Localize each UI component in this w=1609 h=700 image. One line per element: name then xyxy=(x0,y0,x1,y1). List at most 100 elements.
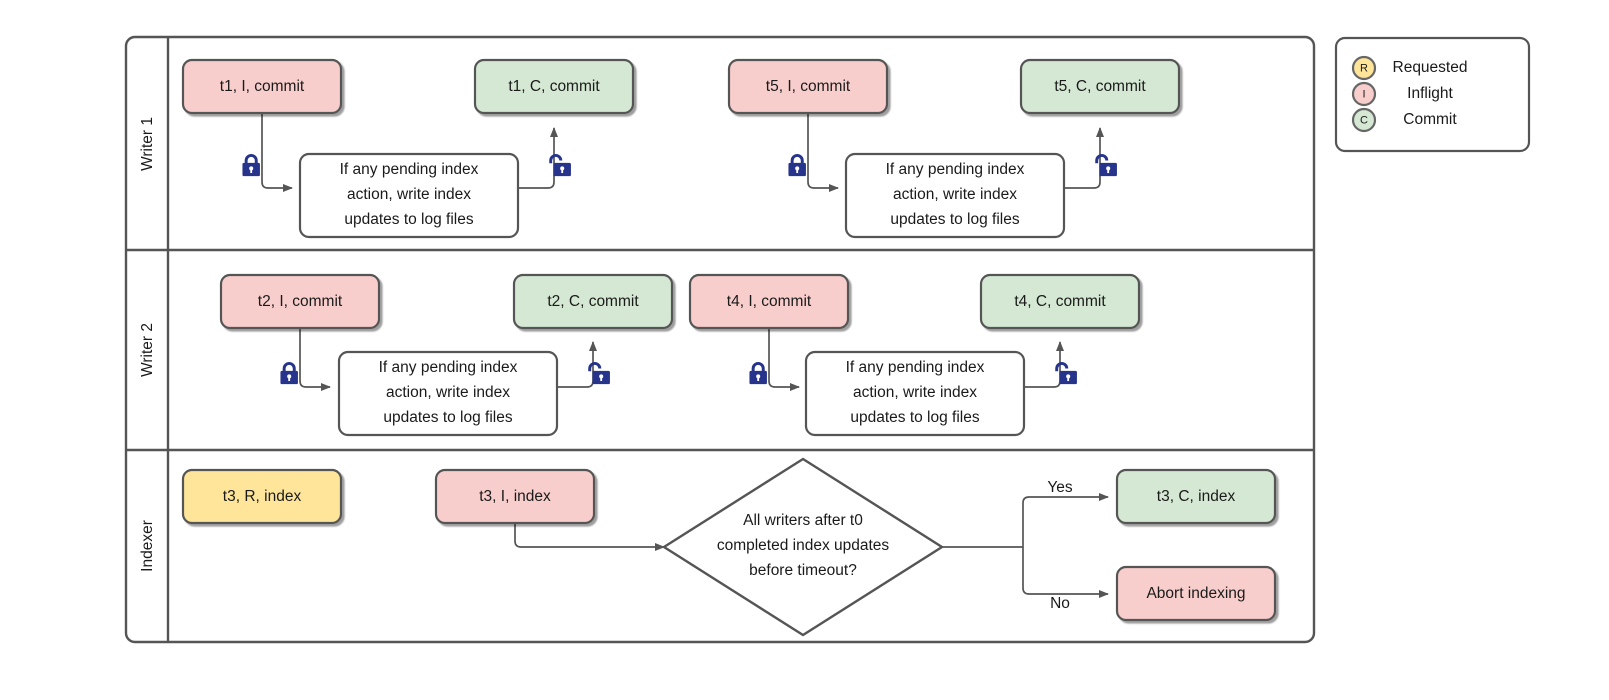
node-ix-t3-commit-box[interactable] xyxy=(1115,468,1277,525)
node-ix-t3-inflight-box[interactable] xyxy=(434,468,596,525)
padlock-shackle xyxy=(790,154,804,164)
node-w1-t5-commit[interactable]: t5, C, commit xyxy=(1019,58,1181,115)
process-w1-right-box[interactable] xyxy=(844,152,1066,239)
node-w1-t1-commit-box[interactable] xyxy=(473,58,635,115)
process-w2-right-line2: action, write index xyxy=(853,384,977,401)
node-w2-t2-commit-box[interactable] xyxy=(512,273,674,330)
node-w1-t1-inflight-label: t1, I, commit xyxy=(220,78,305,95)
node-ix-t3-inflight-label: t3, I, index xyxy=(479,488,551,505)
node-ix-t3-requested-box[interactable] xyxy=(181,468,343,525)
node-w2-t2-inflight-label: t2, I, commit xyxy=(258,293,343,310)
edge-decision-no xyxy=(1022,547,1109,598)
decision-all-writers-completed[interactable]: All writers after t0 completed index upd… xyxy=(661,457,945,637)
padlock-keyslot xyxy=(757,376,760,382)
padlock-keyslot xyxy=(561,168,564,174)
padlock-keyslot xyxy=(600,376,603,382)
edge-w2-t2-to-process xyxy=(299,327,331,391)
process-w2-left-line3: updates to log files xyxy=(383,409,513,426)
node-w1-t5-commit-label: t5, C, commit xyxy=(1054,78,1146,95)
padlock-keyhole xyxy=(1106,166,1111,171)
node-ix-t3-inflight[interactable]: t3, I, index xyxy=(434,468,596,525)
padlock-keyslot xyxy=(1067,376,1070,382)
node-w1-t1-commit[interactable]: t1, C, commit xyxy=(473,58,635,115)
decision-diamond[interactable] xyxy=(661,457,945,637)
edge-w1-t1-to-process xyxy=(261,113,293,192)
padlock-keyslot xyxy=(288,376,291,382)
edge-decision-yes xyxy=(1022,493,1109,547)
padlock-keyhole xyxy=(795,166,800,171)
legend-panel: R Requested I Inflight C Commit xyxy=(1334,36,1531,153)
padlock-shackle-open xyxy=(588,362,602,372)
lane-label-writer-2: Writer 2 xyxy=(139,323,156,377)
decision-line2: completed index updates xyxy=(717,537,890,554)
node-w1-t1-commit-label: t1, C, commit xyxy=(508,78,600,95)
process-w2-left-line2: action, write index xyxy=(386,384,510,401)
lane-label-indexer-text: Indexer xyxy=(139,520,156,572)
node-ix-t3-commit[interactable]: t3, C, index xyxy=(1115,468,1277,525)
lane-label-writer-2-text: Writer 2 xyxy=(139,323,156,377)
node-w2-t2-commit-label: t2, C, commit xyxy=(547,293,639,310)
edge-t3-inflight-to-decision xyxy=(514,522,665,551)
process-w2-left-line1: If any pending index xyxy=(379,359,518,376)
process-w2-right-box[interactable] xyxy=(804,350,1026,437)
requested-badge-icon xyxy=(1351,55,1377,81)
writer1-connectors xyxy=(261,113,1104,192)
node-w1-t5-inflight-label: t5, I, commit xyxy=(766,78,851,95)
node-w2-t4-commit-box[interactable] xyxy=(979,273,1141,330)
decision-line3: before timeout? xyxy=(749,562,857,579)
lock-icon-w2-lock-2 xyxy=(749,362,767,385)
node-w2-t4-inflight-box[interactable] xyxy=(688,273,850,330)
padlock-keyslot xyxy=(250,168,253,174)
node-w1-t5-inflight[interactable]: t5, I, commit xyxy=(727,58,889,115)
process-w2-right[interactable]: If any pending index action, write index… xyxy=(804,350,1026,437)
node-w1-t1-inflight[interactable]: t1, I, commit xyxy=(181,58,343,115)
node-w2-t2-inflight-box[interactable] xyxy=(219,273,381,330)
node-ix-abort-indexing[interactable]: Abort indexing xyxy=(1115,565,1277,622)
requested-badge-char: R xyxy=(1360,63,1368,75)
padlock-keyhole xyxy=(560,166,565,171)
node-w2-t4-commit[interactable]: t4, C, commit xyxy=(979,273,1141,330)
node-w2-t4-inflight[interactable]: t4, I, commit xyxy=(688,273,850,330)
legend-label-requested: Requested xyxy=(1393,59,1468,76)
node-w1-t5-inflight-box[interactable] xyxy=(727,58,889,115)
process-w1-left-box[interactable] xyxy=(298,152,520,239)
lane-label-indexer: Indexer xyxy=(139,520,156,572)
padlock-keyhole xyxy=(599,374,604,379)
padlock-keyslot xyxy=(1107,168,1110,174)
padlock-shackle xyxy=(282,362,296,372)
node-w2-t4-inflight-label: t4, I, commit xyxy=(727,293,812,310)
inflight-badge-icon xyxy=(1351,81,1377,107)
process-w1-right-line2: action, write index xyxy=(893,186,1017,203)
padlock-shackle xyxy=(244,154,258,164)
node-w1-t5-commit-box[interactable] xyxy=(1019,58,1181,115)
edge-w1-process-to-t1-commit xyxy=(518,127,558,189)
node-w1-t1-inflight-box[interactable] xyxy=(181,58,343,115)
padlock-shackle-open xyxy=(1095,154,1109,164)
node-ix-t3-requested[interactable]: t3, R, index xyxy=(181,468,343,525)
lock-icon-w2-lock-1 xyxy=(280,362,298,385)
node-w2-t2-inflight[interactable]: t2, I, commit xyxy=(219,273,381,330)
node-w2-t2-commit[interactable]: t2, C, commit xyxy=(512,273,674,330)
lock-icon-w2-unlock-2 xyxy=(1055,362,1077,385)
process-w1-left-line3: updates to log files xyxy=(344,211,474,228)
padlock-shackle-open xyxy=(1055,362,1069,372)
legend-item-requested: R Requested xyxy=(1351,55,1468,81)
process-w2-left-box[interactable] xyxy=(337,350,559,437)
lock-icon-w1-lock-2 xyxy=(788,154,806,177)
process-w1-left[interactable]: If any pending index action, write index… xyxy=(298,152,520,239)
inflight-badge-char: I xyxy=(1362,89,1365,101)
process-w1-right-line3: updates to log files xyxy=(890,211,1020,228)
process-w2-left[interactable]: If any pending index action, write index… xyxy=(337,350,559,437)
padlock-keyhole xyxy=(756,374,761,379)
lock-icon-w1-lock-1 xyxy=(242,154,260,177)
process-w1-right[interactable]: If any pending index action, write index… xyxy=(844,152,1066,239)
legend-label-commit: Commit xyxy=(1403,111,1457,128)
legend-label-inflight: Inflight xyxy=(1407,85,1453,102)
edge-w1-process-to-t5-commit xyxy=(1064,127,1104,189)
node-ix-abort-indexing-box[interactable] xyxy=(1115,565,1277,622)
lock-icon-w1-unlock-2 xyxy=(1095,154,1117,177)
padlock-shackle xyxy=(751,362,765,372)
legend-item-inflight: I Inflight xyxy=(1351,81,1454,107)
lock-icon-w2-unlock-1 xyxy=(588,362,610,385)
